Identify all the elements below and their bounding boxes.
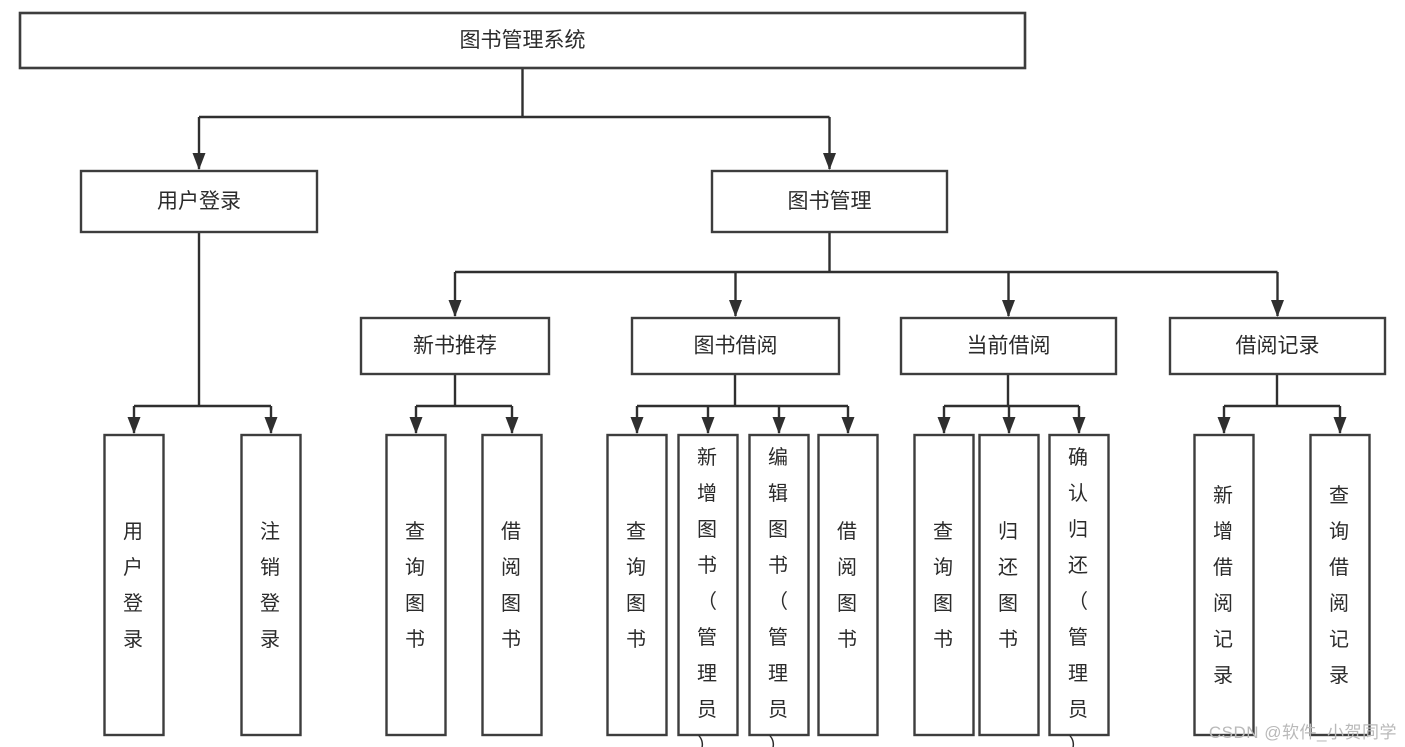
node-leaf-logout-login-shape <box>240 433 302 737</box>
nodes-layer: 图书管理系统用户登录图书管理新书推荐图书借阅当前借阅借阅记录用户登录注销登录查询… <box>18 11 1387 747</box>
node-leaf-edit-book-label: 编辑图书（管理员） <box>768 446 790 747</box>
node-borrow-record-label: 借阅记录 <box>1236 335 1320 358</box>
node-leaf-query-book-2-label: 查询图书 <box>626 520 648 651</box>
arrow-down-icon-leaf-2-0 <box>630 417 644 434</box>
arrow-down-icon-level3-3 <box>1271 300 1284 317</box>
arrow-down-icon-leaf-4-0 <box>1217 417 1231 434</box>
node-leaf-return-book-label: 归还图书 <box>998 520 1020 651</box>
node-book-borrow-shape <box>630 316 841 376</box>
arrow-down-icon-leaf-4-1 <box>1333 417 1347 434</box>
node-leaf-query-record-shape <box>1309 433 1371 737</box>
node-leaf-query-book-3-label: 查询图书 <box>933 520 955 651</box>
node-borrow-record[interactable]: 借阅记录 <box>1168 316 1387 376</box>
node-leaf-return-book-shape <box>978 433 1040 737</box>
arrow-down-icon-leaf-0-1 <box>264 417 278 434</box>
node-root-system-label: 图书管理系统 <box>460 29 586 52</box>
node-leaf-confirm-return-label: 确认归还（管理员） <box>1068 446 1090 747</box>
node-leaf-add-book-label: 新增图书（管理员） <box>697 446 719 747</box>
node-new-book-recommend-shape <box>359 316 551 376</box>
node-user-login[interactable]: 用户登录 <box>79 169 319 234</box>
arrow-down-icon-level3-1 <box>729 300 742 317</box>
node-leaf-edit-book[interactable]: 编辑图书（管理员） <box>748 433 810 747</box>
arrow-down-icon-leaf-1-1 <box>505 417 519 434</box>
node-leaf-query-record[interactable]: 查询借阅记录 <box>1309 433 1371 737</box>
node-leaf-query-book-3[interactable]: 查询图书 <box>913 433 975 737</box>
node-leaf-user-login-label: 用户登录 <box>123 521 145 651</box>
node-leaf-add-record-label: 新增借阅记录 <box>1213 484 1235 687</box>
arrow-down-icon-level3-2 <box>1002 300 1015 317</box>
node-leaf-confirm-return-shape <box>1048 433 1110 737</box>
arrow-down-icon-leaf-0-0 <box>127 417 141 434</box>
arrow-down-icon-leaf-3-0 <box>937 417 951 434</box>
arrow-down-icon-level3-0 <box>448 300 462 317</box>
node-leaf-query-book-1-label: 查询图书 <box>405 520 427 651</box>
node-leaf-query-book-2-shape <box>606 433 668 737</box>
arrow-down-icon-leaf-2-3 <box>841 417 855 434</box>
node-leaf-borrow-book-1-shape <box>481 433 543 737</box>
node-borrow-record-shape <box>1168 316 1387 376</box>
node-leaf-query-record-label: 查询借阅记录 <box>1329 484 1351 687</box>
node-current-borrow[interactable]: 当前借阅 <box>899 316 1118 376</box>
node-leaf-return-book[interactable]: 归还图书 <box>978 433 1040 737</box>
connectors-layer <box>127 68 1347 434</box>
node-root-system[interactable]: 图书管理系统 <box>18 11 1027 70</box>
node-leaf-logout-login-label: 注销登录 <box>260 520 282 651</box>
node-book-borrow[interactable]: 图书借阅 <box>630 316 841 376</box>
node-leaf-add-record[interactable]: 新增借阅记录 <box>1193 433 1255 737</box>
arrow-down-icon-leaf-3-1 <box>1002 417 1016 434</box>
arrow-down-icon-level2-0 <box>192 153 206 170</box>
node-leaf-query-book-1-shape <box>385 433 447 737</box>
arrow-down-icon-leaf-1-0 <box>409 417 423 434</box>
node-user-login-shape <box>79 169 319 234</box>
node-book-manage-label: 图书管理 <box>788 190 872 213</box>
node-leaf-user-login[interactable]: 用户登录 <box>103 433 165 737</box>
arrow-down-icon-leaf-3-2 <box>1072 417 1086 434</box>
node-leaf-confirm-return[interactable]: 确认归还（管理员） <box>1048 433 1110 747</box>
node-leaf-add-book[interactable]: 新增图书（管理员） <box>677 433 739 747</box>
node-book-manage-shape <box>710 169 949 234</box>
node-leaf-borrow-book-1-label: 借阅图书 <box>501 520 523 651</box>
node-new-book-recommend-label: 新书推荐 <box>413 335 497 358</box>
node-leaf-query-book-1[interactable]: 查询图书 <box>385 433 447 737</box>
node-leaf-borrow-book-2-shape <box>817 433 879 737</box>
node-leaf-add-record-shape <box>1193 433 1255 737</box>
arrow-down-icon-leaf-2-2 <box>772 417 786 434</box>
node-book-manage[interactable]: 图书管理 <box>710 169 949 234</box>
node-leaf-query-book-2[interactable]: 查询图书 <box>606 433 668 737</box>
node-leaf-edit-book-shape <box>748 433 810 737</box>
node-leaf-user-login-shape <box>103 433 165 737</box>
node-new-book-recommend[interactable]: 新书推荐 <box>359 316 551 376</box>
node-current-borrow-shape <box>899 316 1118 376</box>
node-leaf-add-book-shape <box>677 433 739 737</box>
node-leaf-query-book-3-shape <box>913 433 975 737</box>
node-leaf-borrow-book-1[interactable]: 借阅图书 <box>481 433 543 737</box>
arrow-down-icon-leaf-2-1 <box>701 417 715 434</box>
node-leaf-borrow-book-2[interactable]: 借阅图书 <box>817 433 879 737</box>
arrow-down-icon-level2-1 <box>823 153 836 170</box>
node-book-borrow-label: 图书借阅 <box>694 335 778 358</box>
node-current-borrow-label: 当前借阅 <box>967 335 1051 358</box>
node-root-system-shape <box>18 11 1027 70</box>
node-leaf-logout-login[interactable]: 注销登录 <box>240 433 302 737</box>
node-leaf-borrow-book-2-label: 借阅图书 <box>837 520 859 651</box>
node-user-login-label: 用户登录 <box>157 190 241 213</box>
